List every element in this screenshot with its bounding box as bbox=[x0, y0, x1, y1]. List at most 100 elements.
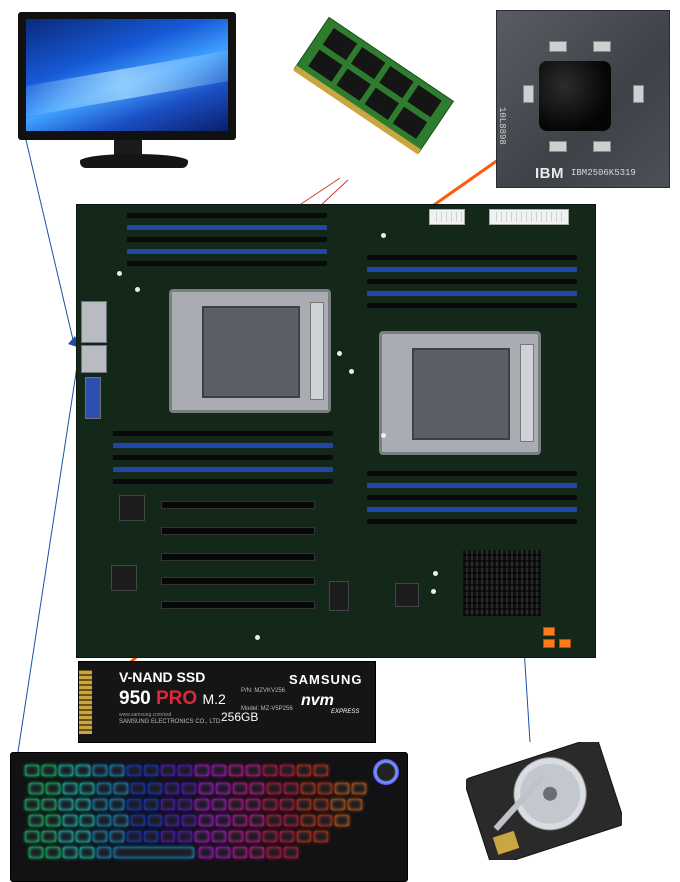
chip bbox=[329, 581, 349, 611]
keyboard-key bbox=[335, 815, 349, 826]
keyboard-key bbox=[314, 765, 328, 776]
keyboard-key bbox=[131, 815, 145, 826]
keyboard-key bbox=[144, 831, 158, 842]
capacitor bbox=[433, 571, 438, 576]
dimm-slot bbox=[367, 303, 577, 308]
ssd-express-label: EXPRESS bbox=[331, 709, 360, 715]
keyboard-key bbox=[148, 783, 162, 794]
keyboard-key bbox=[178, 799, 192, 810]
keyboard-key bbox=[195, 831, 209, 842]
keyboard-key bbox=[76, 799, 90, 810]
chip bbox=[395, 583, 419, 607]
capacitor bbox=[255, 635, 260, 640]
chip bbox=[119, 495, 145, 521]
keyboard-key bbox=[144, 799, 158, 810]
keyboard-key bbox=[46, 847, 60, 858]
keyboard-key bbox=[212, 765, 226, 776]
keyboard-key bbox=[127, 765, 141, 776]
io-port bbox=[81, 345, 107, 373]
dimm-slot bbox=[367, 267, 577, 272]
cpu-pad bbox=[549, 41, 567, 52]
keyboard-key bbox=[63, 847, 77, 858]
keyboard-key bbox=[63, 815, 77, 826]
keyboard-key bbox=[29, 847, 43, 858]
keyboard-key bbox=[314, 799, 328, 810]
keyboard-key bbox=[216, 847, 230, 858]
keyboard-key bbox=[199, 847, 213, 858]
ssd-model-name: 950 PRO M.2 bbox=[119, 688, 226, 710]
keyboard-key bbox=[250, 783, 264, 794]
keyboard-key bbox=[29, 783, 43, 794]
keyboard-key bbox=[46, 815, 60, 826]
keyboard-key bbox=[229, 799, 243, 810]
dimm-slot bbox=[113, 443, 333, 448]
keyboard-key bbox=[195, 765, 209, 776]
keyboard-key bbox=[212, 799, 226, 810]
ssd-nvm-logo: nvm bbox=[301, 692, 334, 709]
keyboard-key bbox=[93, 765, 107, 776]
monitor-stand-base bbox=[80, 154, 188, 168]
cpu-socket-lever bbox=[310, 302, 324, 400]
ssd-capacity: 256GB bbox=[221, 710, 259, 724]
m2-ssd: V-NAND SSD 950 PRO M.2 P/N: MZVKV256 Mod… bbox=[78, 661, 376, 743]
keyboard-key bbox=[46, 783, 60, 794]
dimm-slot bbox=[113, 467, 333, 472]
keyboard-key bbox=[25, 765, 39, 776]
dimm-slot bbox=[113, 455, 333, 460]
keyboard-key bbox=[59, 831, 73, 842]
keyboard-key bbox=[314, 831, 328, 842]
keyboard-key bbox=[80, 783, 94, 794]
capacitor bbox=[381, 233, 386, 238]
capacitor bbox=[117, 271, 122, 276]
keyboard-key bbox=[331, 799, 345, 810]
cpu-socket-2 bbox=[379, 331, 541, 455]
keyboard-key bbox=[301, 815, 315, 826]
pcie-slot bbox=[161, 601, 315, 609]
sata-port bbox=[559, 639, 571, 648]
keyboard-key bbox=[267, 783, 281, 794]
keyboard-key bbox=[25, 799, 39, 810]
capacitor bbox=[381, 433, 386, 438]
keyboard-key bbox=[127, 831, 141, 842]
keyboard-key bbox=[352, 783, 366, 794]
keyboard-key bbox=[114, 847, 194, 858]
cpu-pad bbox=[593, 41, 611, 52]
keyboard-key bbox=[59, 765, 73, 776]
ssd-manufacturer: SAMSUNG ELECTRONICS CO., LTD. bbox=[119, 719, 222, 725]
keyboard-connector-line bbox=[17, 359, 79, 753]
dimm-slot bbox=[367, 471, 577, 476]
keyboard-key bbox=[76, 831, 90, 842]
keyboard-key bbox=[114, 815, 128, 826]
keyboard-key bbox=[195, 799, 209, 810]
keyboard-key bbox=[161, 831, 175, 842]
keyboard-key bbox=[229, 831, 243, 842]
power-connector bbox=[429, 209, 465, 225]
dimm-slot bbox=[367, 495, 577, 500]
keyboard-key bbox=[97, 847, 111, 858]
ram-module-icon bbox=[293, 16, 455, 155]
keyboard-key bbox=[93, 831, 107, 842]
cpu-model-number: IBM2506K5319 bbox=[571, 168, 636, 178]
monitor-frame bbox=[18, 12, 236, 140]
keyboard-key bbox=[93, 799, 107, 810]
ssd-brand-logo: SAMSUNG bbox=[289, 672, 363, 687]
keyboard-key bbox=[97, 815, 111, 826]
keyboard-key bbox=[267, 847, 281, 858]
ssd-pro-label: PRO bbox=[155, 688, 198, 709]
capacitor bbox=[431, 589, 436, 594]
keyboard-key bbox=[59, 799, 73, 810]
keyboard-key bbox=[250, 847, 264, 858]
hard-disk-icon bbox=[464, 737, 625, 867]
keyboard-key bbox=[127, 799, 141, 810]
dimm-slot bbox=[113, 479, 333, 484]
chip bbox=[111, 565, 137, 591]
ssd-model-number: 950 bbox=[119, 688, 151, 709]
pcie-slot bbox=[161, 501, 315, 509]
keyboard-key bbox=[216, 783, 230, 794]
keyboard-key bbox=[114, 783, 128, 794]
keyboard-key bbox=[63, 783, 77, 794]
keyboard-key bbox=[42, 831, 56, 842]
cpu-chip: 10L8898 IBM IBM2506K5319 bbox=[496, 10, 670, 188]
dimm-slot bbox=[127, 261, 327, 266]
pcie-slot bbox=[161, 527, 315, 535]
